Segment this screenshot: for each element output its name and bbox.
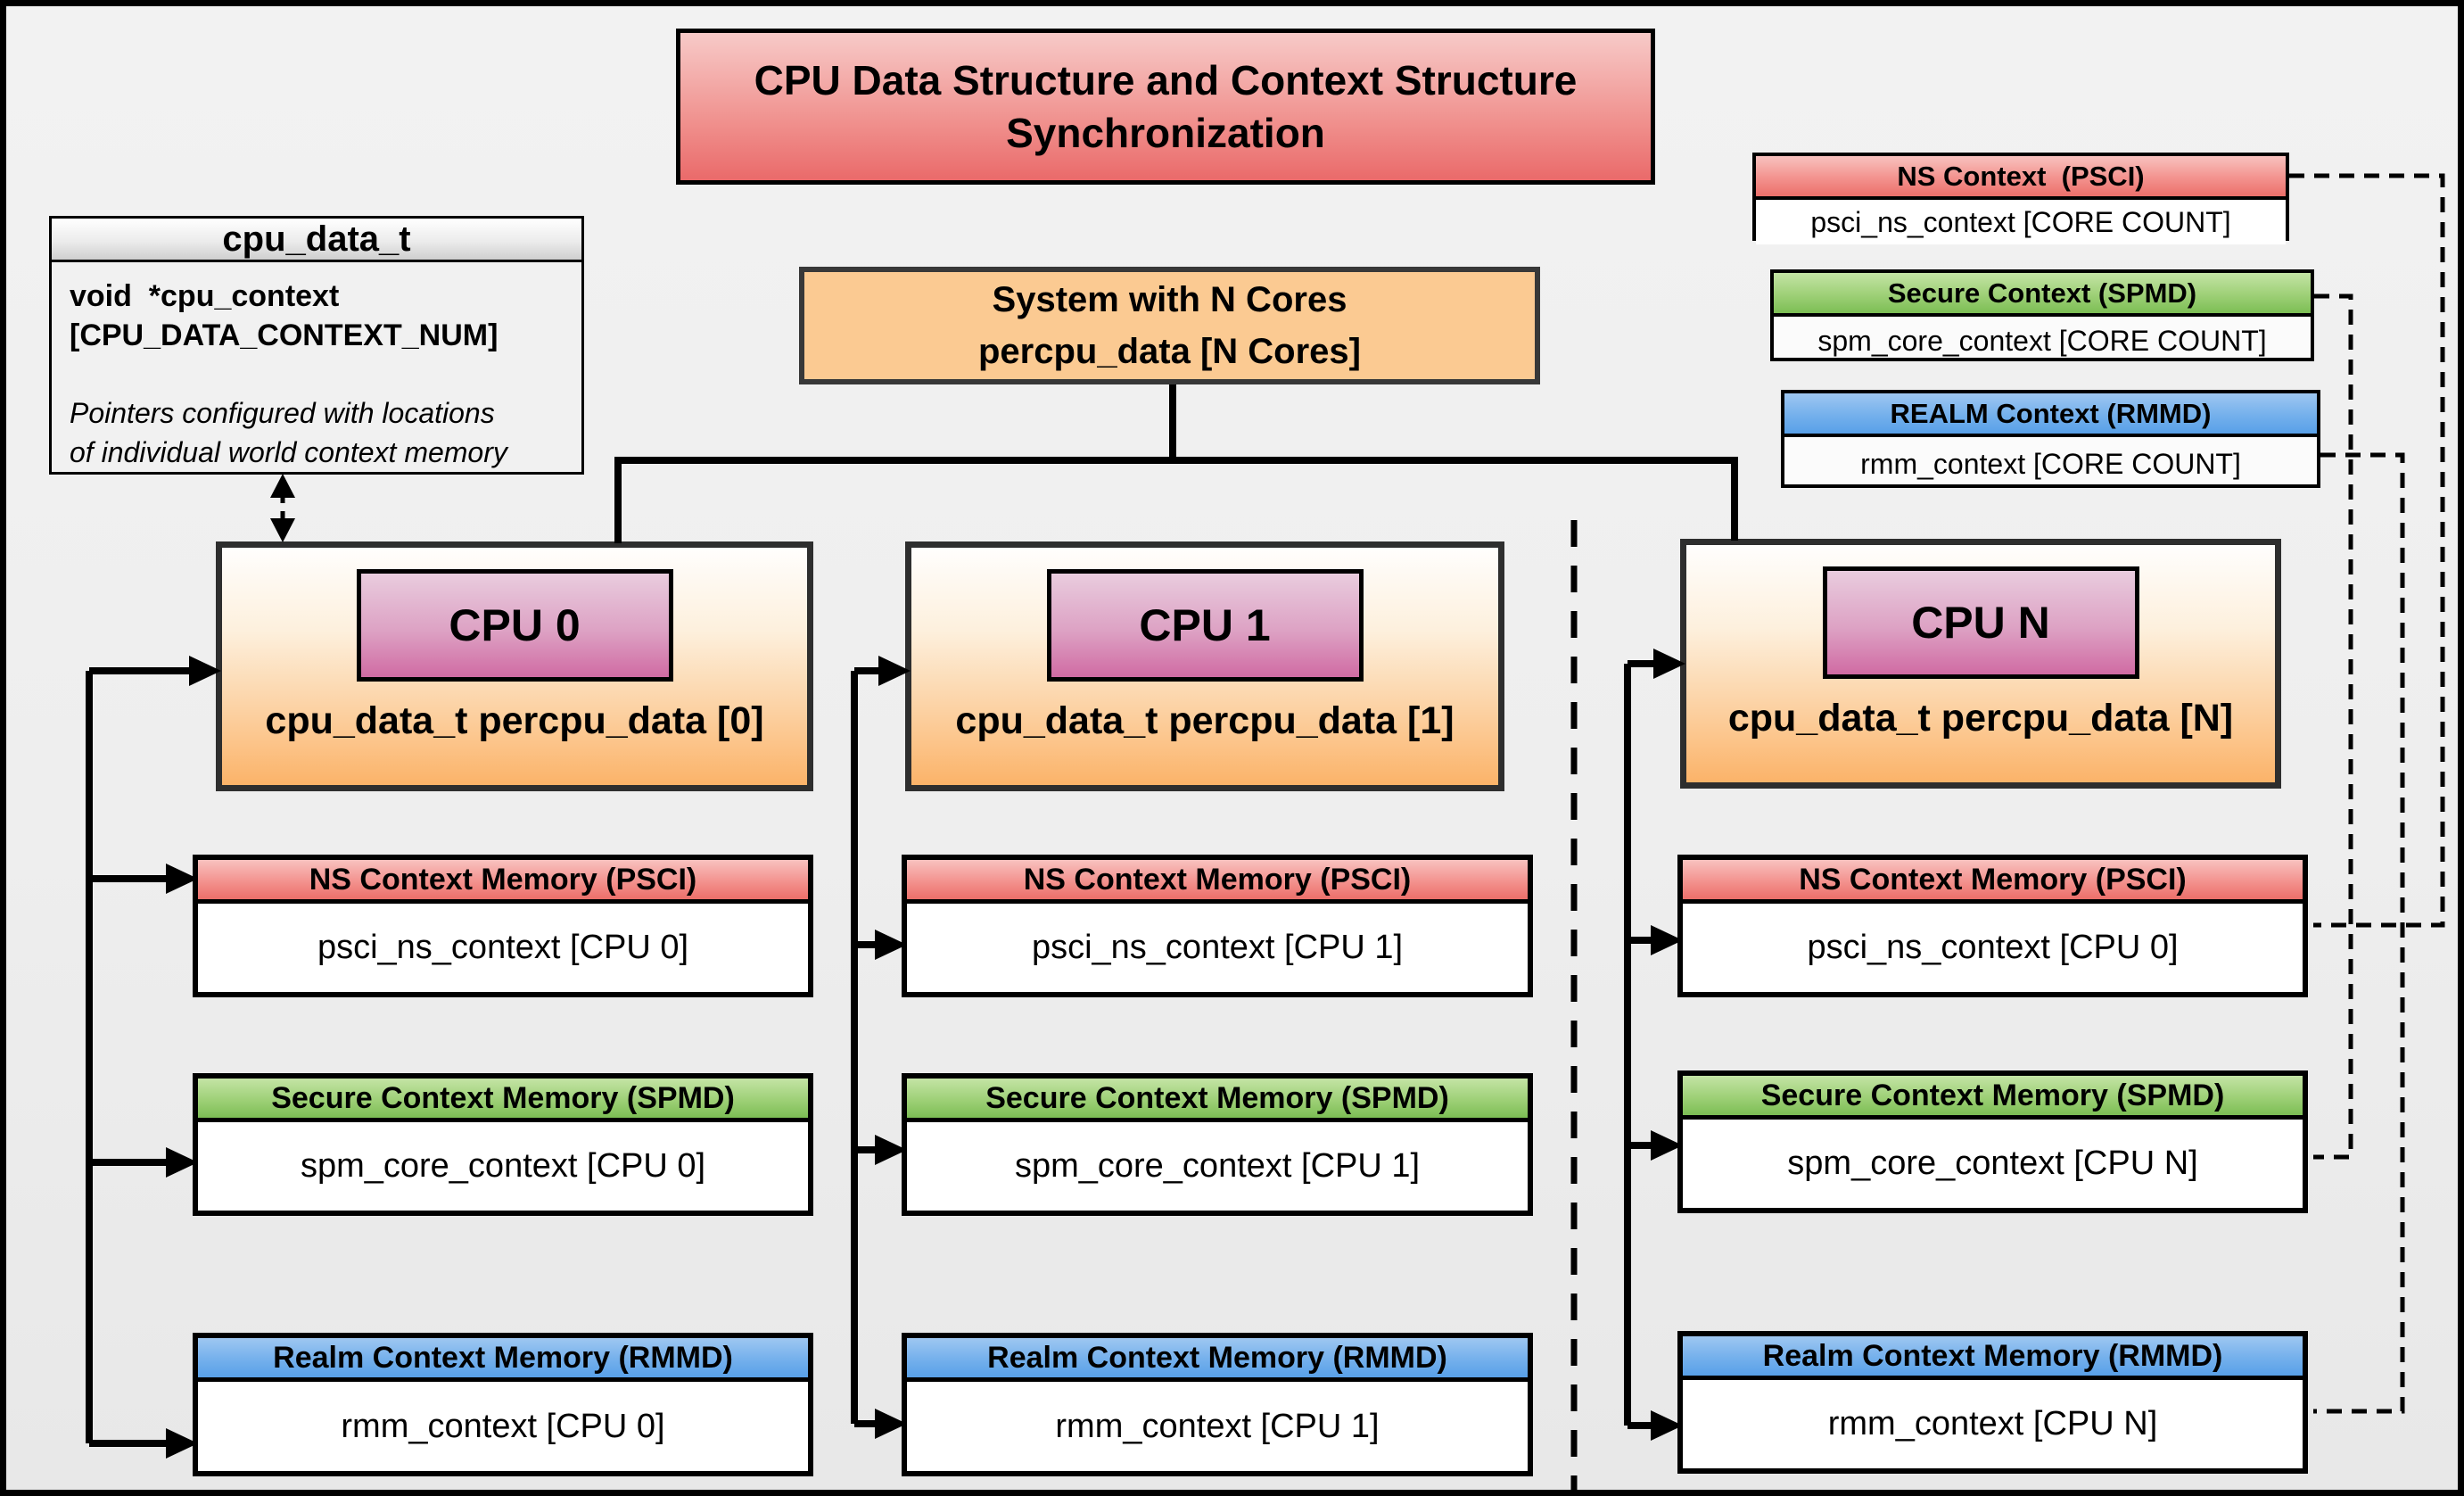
cpu1-realm-header: Realm Context Memory (RMMD) (907, 1338, 1528, 1382)
legend-secure-context: Secure Context (SPMD) spm_core_context [… (1770, 269, 2314, 361)
cpuN-realm-header: Realm Context Memory (RMMD) (1683, 1336, 2303, 1380)
cpu0-box: CPU 0 cpu_data_t percpu_data [0] (216, 541, 813, 791)
cpu1-ns-body: psci_ns_context [CPU 1] (1031, 929, 1404, 966)
cpu0-realm-context-box: Realm Context Memory (RMMD) rmm_context … (193, 1333, 813, 1476)
cpu0-secure-header: Secure Context Memory (SPMD) (198, 1079, 808, 1122)
cpu1-secure-context-box: Secure Context Memory (SPMD) spm_core_co… (902, 1073, 1533, 1216)
legend-realm-header: REALM Context (RMMD) (1784, 393, 2317, 437)
cpu1-secure-body: spm_core_context [CPU 1] (1014, 1147, 1421, 1185)
struct-header: cpu_data_t (52, 219, 581, 262)
cpuN-ns-context-box: NS Context Memory (PSCI) psci_ns_context… (1677, 855, 2308, 997)
cpu0-chip-label: CPU 0 (356, 569, 673, 682)
cpuN-pointer-chain (1624, 649, 1685, 1441)
system-line1: System with N Cores (992, 280, 1347, 319)
cpu1-box: CPU 1 cpu_data_t percpu_data [1] (905, 541, 1504, 791)
struct-field-line1: void *cpu_context (70, 279, 340, 313)
cpu1-ns-header: NS Context Memory (PSCI) (907, 860, 1528, 904)
system-line2: percpu_data [N Cores] (978, 332, 1361, 371)
cpu0-data-label: cpu_data_t percpu_data [0] (265, 699, 764, 742)
cpuN-chip-label: CPU N (1822, 566, 2139, 679)
cpu0-realm-header: Realm Context Memory (RMMD) (198, 1338, 808, 1382)
cpu0-ns-context-box: NS Context Memory (PSCI) psci_ns_context… (193, 855, 813, 997)
legend-ns-body: psci_ns_context [CORE COUNT] (1756, 200, 2286, 244)
cpuN-box: CPU N cpu_data_t percpu_data [N] (1680, 539, 2281, 789)
cpu1-ns-context-box: NS Context Memory (PSCI) psci_ns_context… (902, 855, 1533, 997)
title-line1: CPU Data Structure and Context Structure (754, 56, 1578, 103)
cpuN-data-label: cpu_data_t percpu_data [N] (1727, 697, 2234, 740)
legend-ns-context: NS Context (PSCI) psci_ns_context [CORE … (1752, 153, 2289, 244)
cpu0-secure-body: spm_core_context [CPU 0] (300, 1147, 706, 1185)
cpuN-realm-context-box: Realm Context Memory (RMMD) rmm_context … (1677, 1331, 2308, 1474)
realm-legend-link (2313, 452, 2405, 1414)
cpu1-secure-header: Secure Context Memory (SPMD) (907, 1079, 1528, 1122)
legend-realm-body: rmm_context [CORE COUNT] (1860, 448, 2241, 480)
struct-field-line2: [CPU_DATA_CONTEXT_NUM] (70, 318, 499, 353)
cpuN-secure-header: Secure Context Memory (SPMD) (1683, 1076, 2303, 1120)
cpu0-realm-body: rmm_context [CPU 0] (341, 1407, 665, 1445)
cpu0-secure-context-box: Secure Context Memory (SPMD) spm_core_co… (193, 1073, 813, 1216)
cpu1-chip-label: CPU 1 (1046, 569, 1364, 682)
cpuN-secure-context-box: Secure Context Memory (SPMD) spm_core_co… (1677, 1070, 2308, 1213)
diagram-title: CPU Data Structure and Context Structure… (676, 29, 1655, 185)
cpuN-ns-header: NS Context Memory (PSCI) (1683, 860, 2303, 904)
cpuN-ns-body: psci_ns_context [CPU 0] (1807, 929, 2179, 966)
cpuN-secure-body: spm_core_context [CPU N] (1787, 1145, 2198, 1182)
cpu-data-t-struct-box: cpu_data_t void *cpu_context [CPU_DATA_C… (49, 216, 584, 475)
cpu1-pointer-chain (851, 656, 911, 1439)
legend-realm-context: REALM Context (RMMD) rmm_context [CORE C… (1781, 390, 2320, 488)
legend-secure-body: spm_core_context [CORE COUNT] (1817, 324, 2267, 357)
system-tree-connector (614, 384, 1738, 543)
cpuN-realm-body: rmm_context [CPU N] (1827, 1405, 2158, 1442)
title-line2: Synchronization (1006, 109, 1325, 156)
legend-ns-header: NS Context (PSCI) (1756, 156, 2286, 200)
cpu1-realm-body: rmm_context [CPU 1] (1055, 1407, 1380, 1445)
cpu1-data-label: cpu_data_t percpu_data [1] (955, 699, 1455, 742)
struct-note-line2: of individual world context memory (70, 435, 507, 468)
cpu0-ns-body: psci_ns_context [CPU 0] (317, 929, 689, 966)
system-box: System with N Cores percpu_data [N Cores… (799, 267, 1540, 384)
legend-secure-header: Secure Context (SPMD) (1774, 273, 2311, 317)
struct-note-line1: Pointers configured with locations (70, 397, 495, 430)
cpu1-realm-context-box: Realm Context Memory (RMMD) rmm_context … (902, 1333, 1533, 1476)
cpu0-ns-header: NS Context Memory (PSCI) (198, 860, 808, 904)
